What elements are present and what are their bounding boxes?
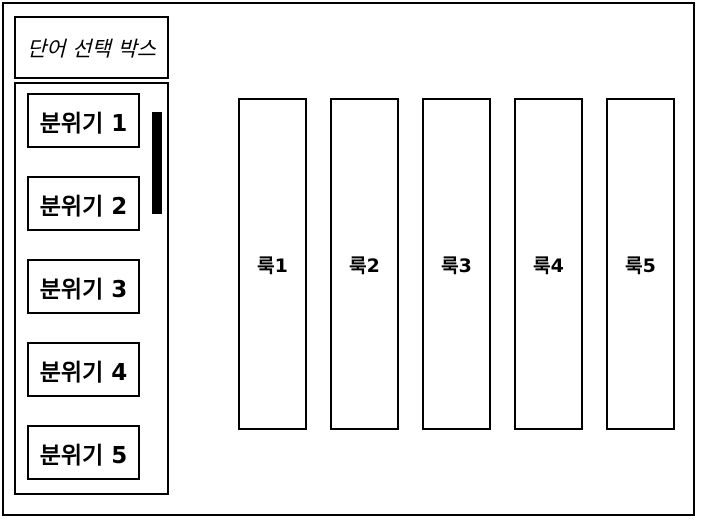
mood-item-3[interactable]: 분위기 3 bbox=[27, 259, 140, 314]
mood-item-4[interactable]: 분위기 4 bbox=[27, 342, 140, 397]
mood-item-5[interactable]: 분위기 5 bbox=[27, 425, 140, 480]
scrollbar-thumb[interactable] bbox=[152, 112, 162, 214]
mood-list[interactable]: 분위기 1 분위기 2 분위기 3 분위기 4 분위기 5 bbox=[14, 82, 169, 495]
look-card-4[interactable]: 룩4 bbox=[514, 98, 583, 430]
look-card-5[interactable]: 룩5 bbox=[606, 98, 675, 430]
look-card-3[interactable]: 룩3 bbox=[422, 98, 491, 430]
main-frame bbox=[2, 2, 695, 516]
word-selection-box-title: 단어 선택 박스 bbox=[14, 16, 169, 79]
mood-item-1[interactable]: 분위기 1 bbox=[27, 93, 140, 148]
look-card-2[interactable]: 룩2 bbox=[330, 98, 399, 430]
look-card-1[interactable]: 룩1 bbox=[238, 98, 307, 430]
mood-item-2[interactable]: 분위기 2 bbox=[27, 176, 140, 231]
